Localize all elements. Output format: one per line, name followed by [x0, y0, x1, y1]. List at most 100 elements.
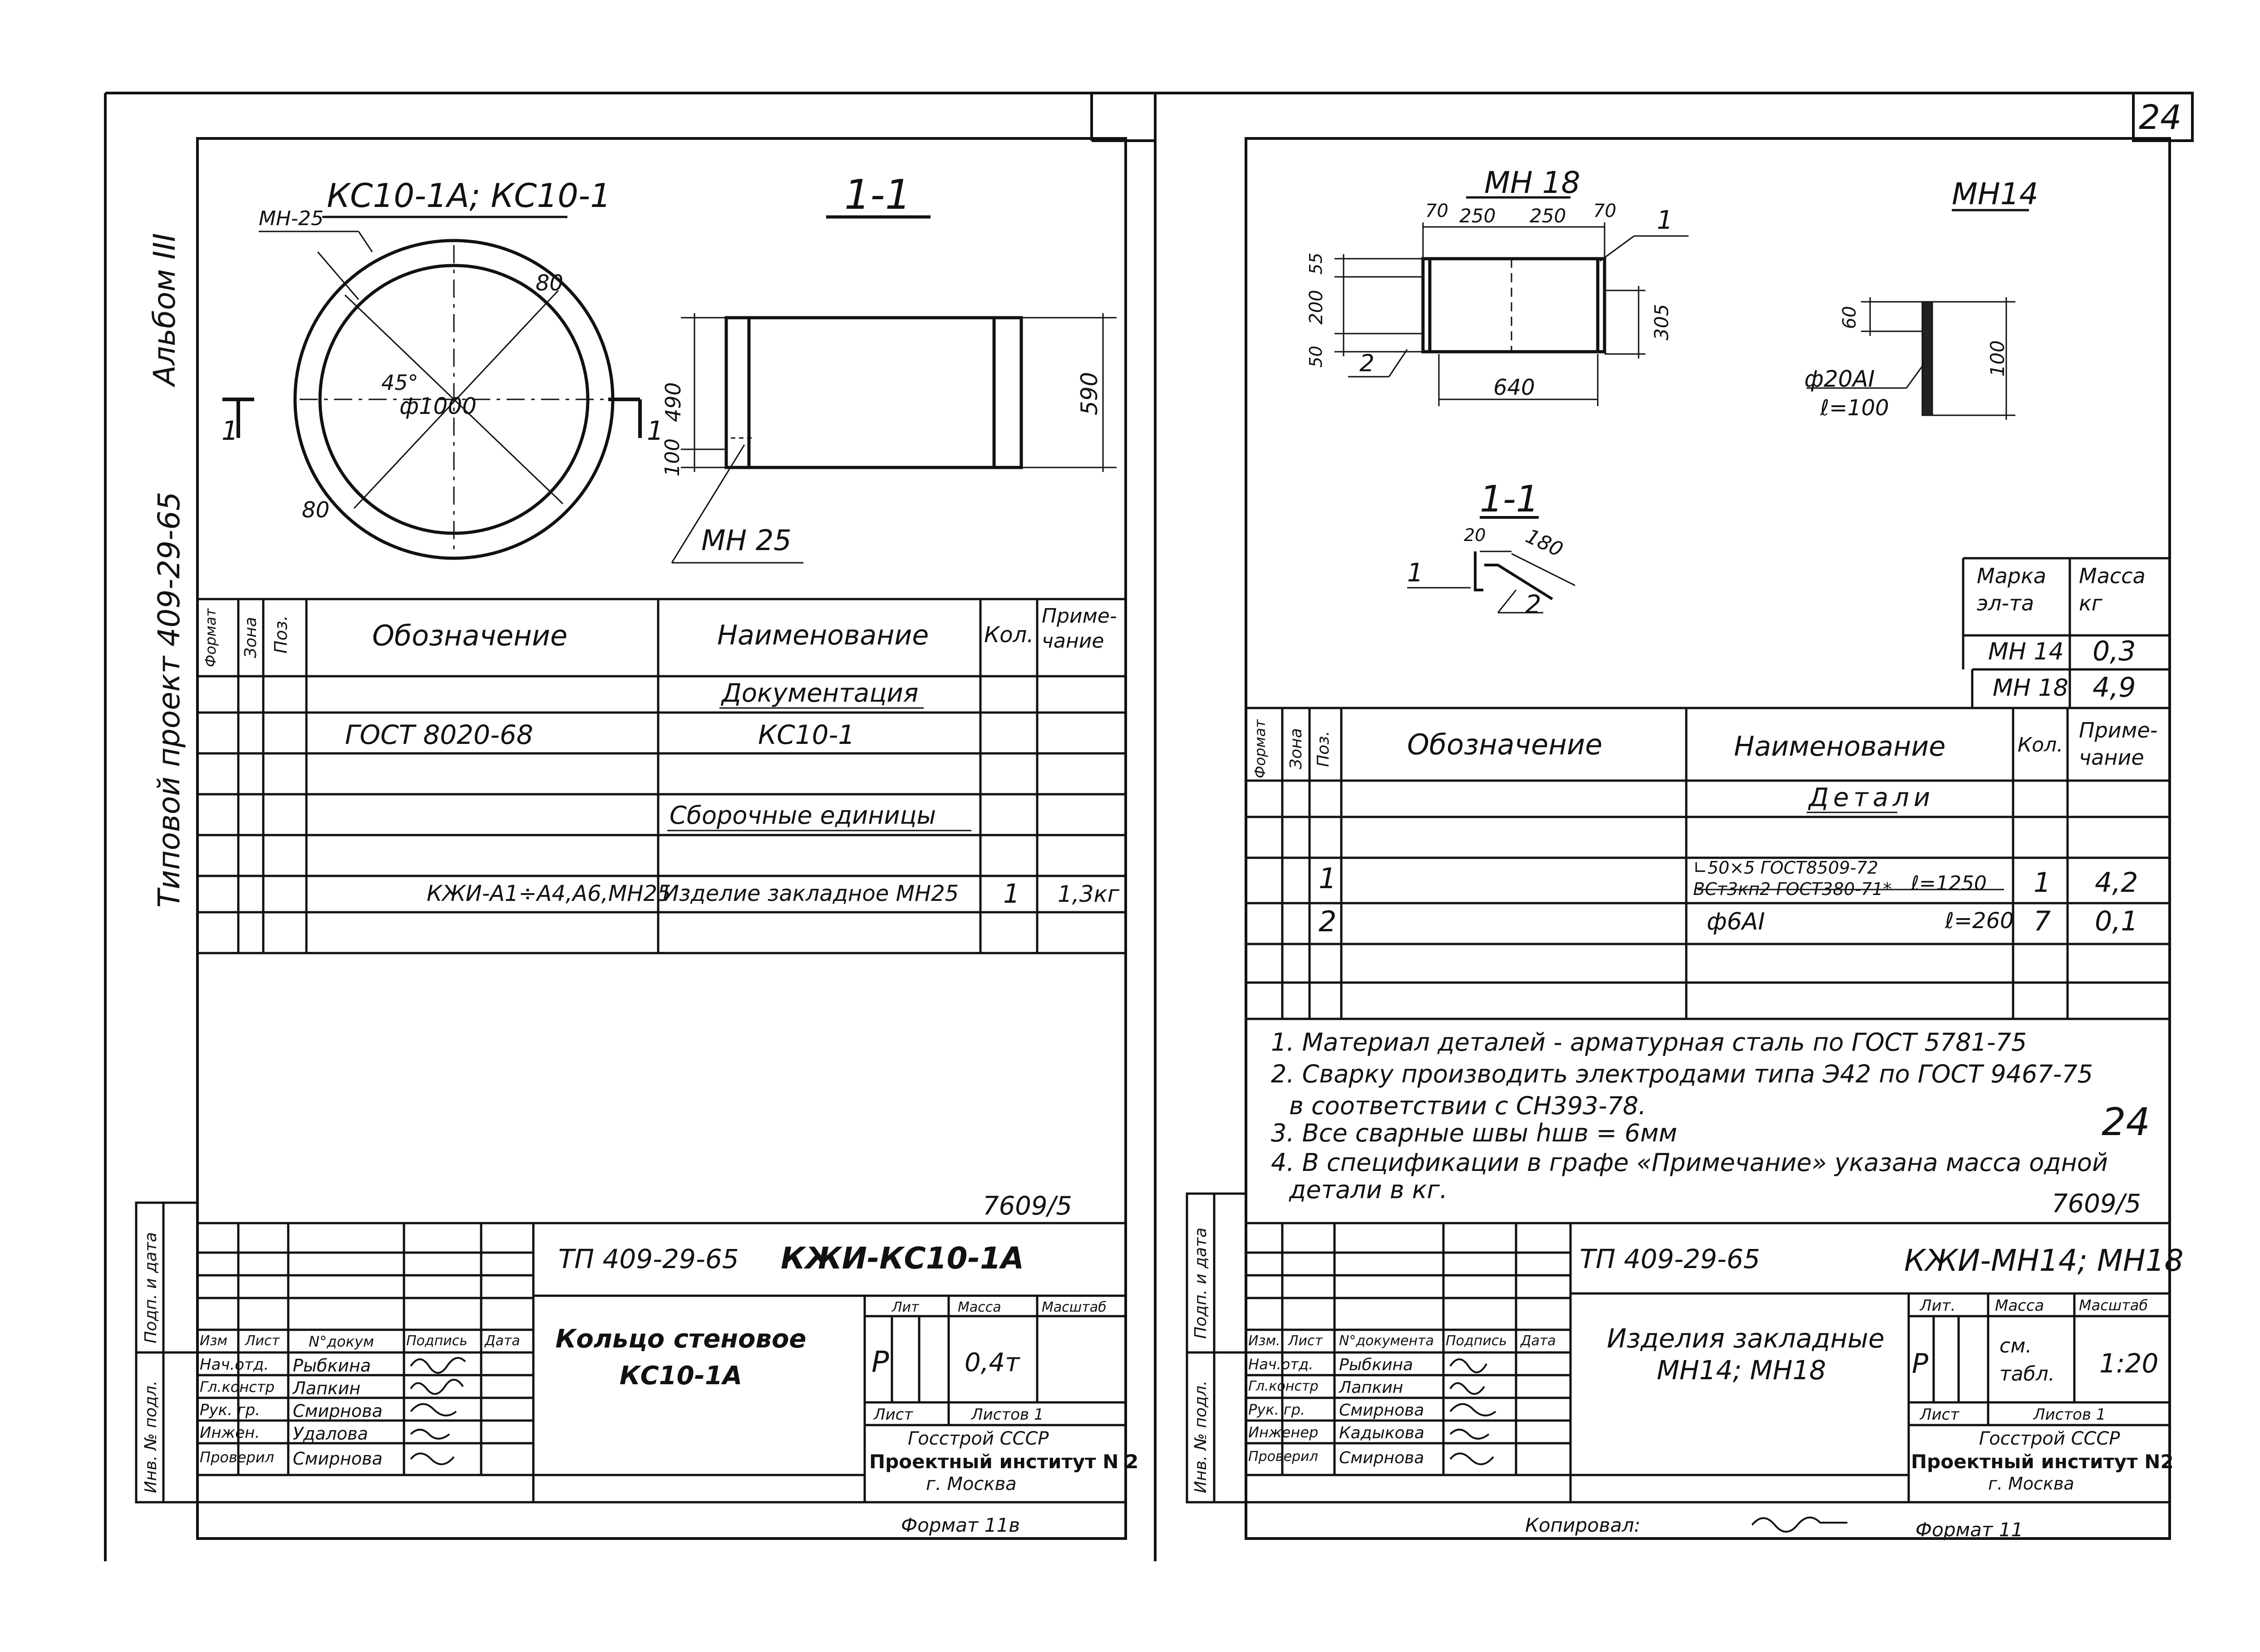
left-tb-sheets-label: Листов 1: [971, 1406, 1044, 1424]
left-tb-org3: г. Москва: [926, 1474, 1017, 1495]
copied-by-label: Копировал:: [1525, 1514, 1641, 1536]
left-tb-mass: 0,4т: [965, 1348, 1020, 1377]
right-staff-name-3: Кадыкова: [1339, 1424, 1424, 1442]
left-row3-note: 1,3кг: [1058, 881, 1119, 907]
right-tb-org3: г. Москва: [1988, 1474, 2074, 1494]
right-heading-mn18: МН 18: [1484, 165, 1581, 200]
note-3: 3. Все сварные швы hшв = 6мм: [1271, 1119, 1677, 1147]
right-row0-note: 4,2: [2095, 867, 2138, 899]
left-tb-mass-label: Масса: [958, 1299, 1001, 1315]
right-staff-role-2: Рук. гр.: [1248, 1401, 1305, 1418]
right-section-heading: 1-1: [1480, 478, 1539, 520]
right-side-inv: Инв. № подл.: [1192, 1380, 1210, 1493]
mass-row0-mass: 0,3: [2093, 635, 2136, 667]
right-tb-scale: 1:20: [2099, 1348, 2159, 1379]
left-section-heading: 1-1: [844, 171, 911, 219]
right-dim-250a: 250: [1459, 205, 1496, 227]
right-tb-sheets-label: Листов 1: [2034, 1406, 2106, 1424]
note-1: 1. Материал деталей - арматурная сталь п…: [1271, 1028, 2027, 1057]
right-dim-50: 50: [1306, 345, 1326, 368]
note-2-cont: в соответствии с СН393-78.: [1289, 1092, 1646, 1120]
right-row0-pos: 1: [1319, 862, 1337, 895]
right-tb-org2: Проектный институт N2: [1911, 1450, 2174, 1473]
left-tb-code: КЖИ-КС10-1А: [781, 1241, 1024, 1276]
right-bar-length: ℓ=100: [1820, 395, 1889, 421]
left-staff-name-2: Смирнова: [293, 1401, 383, 1421]
right-tb-col-izm: Изм.: [1248, 1333, 1280, 1349]
left-staff-role-3: Инжен.: [200, 1424, 260, 1442]
left-tb-col-date: Дата: [485, 1333, 520, 1349]
mass-row1-mark: МН 18: [1993, 674, 2068, 702]
right-callout-sec-2: 2: [1525, 590, 1541, 620]
right-dim-70a: 70: [1425, 201, 1448, 221]
left-section-mark-right: 1: [647, 415, 664, 446]
mass-header-mark: Марка эл-та: [1977, 564, 2047, 615]
right-tb-sheet-label: Лист: [1920, 1406, 1960, 1424]
left-tb-lit: Р: [872, 1346, 889, 1379]
left-stamp-code: 7609/5: [983, 1191, 1073, 1221]
note-4: 4. В спецификации в графе «Примечание» у…: [1271, 1148, 2108, 1177]
left-dim-490: 490: [661, 382, 685, 422]
right-row0-name1: ∟50×5 ГОСТ8509-72: [1693, 858, 1878, 878]
right-dim-305: 305: [1650, 304, 1673, 340]
left-dim-100: 100: [661, 438, 684, 477]
right-stamp-code: 7609/5: [2052, 1189, 2142, 1219]
right-row1-name1: ф6АI: [1707, 908, 1765, 935]
right-heading-mn14: МН14: [1952, 177, 2038, 211]
right-format-label: Формат 11: [1915, 1519, 2024, 1541]
right-staff-role-0: Нач.отд.: [1248, 1356, 1314, 1373]
right-th-qty: Кол.: [2018, 733, 2063, 757]
right-tb-mass-label: Масса: [1995, 1297, 2044, 1315]
right-dim-640: 640: [1493, 375, 1535, 400]
left-th-zone: Зона: [241, 617, 260, 658]
right-staff-role-3: Инженер: [1248, 1424, 1319, 1441]
left-row3-designation: КЖИ-А1÷А4,А6,МН25: [427, 881, 671, 906]
right-staff-name-1: Лапкин: [1339, 1378, 1403, 1397]
left-row3-name: Изделие закладное МН25: [663, 881, 959, 906]
left-callout-mn25-top: МН-25: [259, 207, 324, 230]
left-side-inv: Инв. № подл.: [142, 1380, 160, 1493]
left-format-label: Формат 11в: [901, 1514, 1020, 1536]
right-dim-100: 100: [1986, 340, 2009, 377]
note-2: 2. Сварку производить электродами типа Э…: [1271, 1060, 2093, 1088]
right-staff-name-0: Рыбкина: [1339, 1356, 1413, 1374]
left-row0-name: Документация: [722, 678, 919, 708]
right-dim-70b: 70: [1593, 201, 1616, 221]
right-th-note: Приме-чание: [2079, 718, 2158, 770]
note-4-cont: детали в кг.: [1289, 1175, 1448, 1204]
left-staff-role-4: Проверил: [200, 1449, 275, 1466]
right-tb-title-1: Изделия закладные: [1607, 1323, 1885, 1354]
right-tb-scale-label: Масштаб: [2079, 1297, 2148, 1314]
right-row0-name2: ВСт3кп2 ГОСТ380-71*: [1693, 879, 1892, 899]
right-row1-pos: 2: [1319, 905, 1337, 938]
right-tb-col-sign: Подпись: [1446, 1333, 1507, 1349]
project-label: Типовой проект 409-29-65: [152, 492, 187, 908]
sheet-number: 24: [2139, 98, 2182, 137]
sheet-number-note: 24: [2102, 1100, 2150, 1144]
right-staff-role-1: Гл.констр: [1248, 1378, 1319, 1394]
mass-header-mass: Масса кг: [2079, 564, 2146, 615]
right-row1-qty: 7: [2034, 905, 2051, 937]
right-th-zone: Зона: [1287, 728, 1305, 769]
left-tb-col-izm: Изм: [200, 1333, 228, 1349]
right-callout-sec-1: 1: [1407, 558, 1423, 588]
right-tb-project: ТП 409-29-65: [1580, 1244, 1760, 1274]
right-tb-col-doc: N°документа: [1339, 1333, 1434, 1349]
left-staff-role-1: Гл.констр: [200, 1378, 275, 1396]
right-tb-lit-label: Лит.: [1920, 1297, 1956, 1315]
left-tb-sheet-label: Лист: [874, 1406, 913, 1424]
left-th-name: Наименование: [717, 620, 929, 651]
left-side-sign: Подп. и дата: [142, 1232, 160, 1343]
right-dim-200: 200: [1306, 290, 1327, 324]
left-staff-name-3: Удалова: [293, 1424, 368, 1444]
right-side-sign: Подп. и дата: [1192, 1227, 1210, 1339]
left-th-qty: Кол.: [984, 622, 1034, 648]
right-tb-title-2: МН14; МН18: [1657, 1355, 1826, 1386]
right-tb-lit: Р: [1912, 1348, 1929, 1380]
right-tb-col-date: Дата: [1521, 1333, 1556, 1349]
left-row2-name: Сборочные единицы: [670, 801, 936, 830]
left-dim-80-a: 80: [536, 270, 564, 296]
left-section-mark-left: 1: [222, 415, 238, 446]
left-staff-name-4: Смирнова: [293, 1449, 383, 1469]
right-staff-name-2: Смирнова: [1339, 1401, 1424, 1420]
